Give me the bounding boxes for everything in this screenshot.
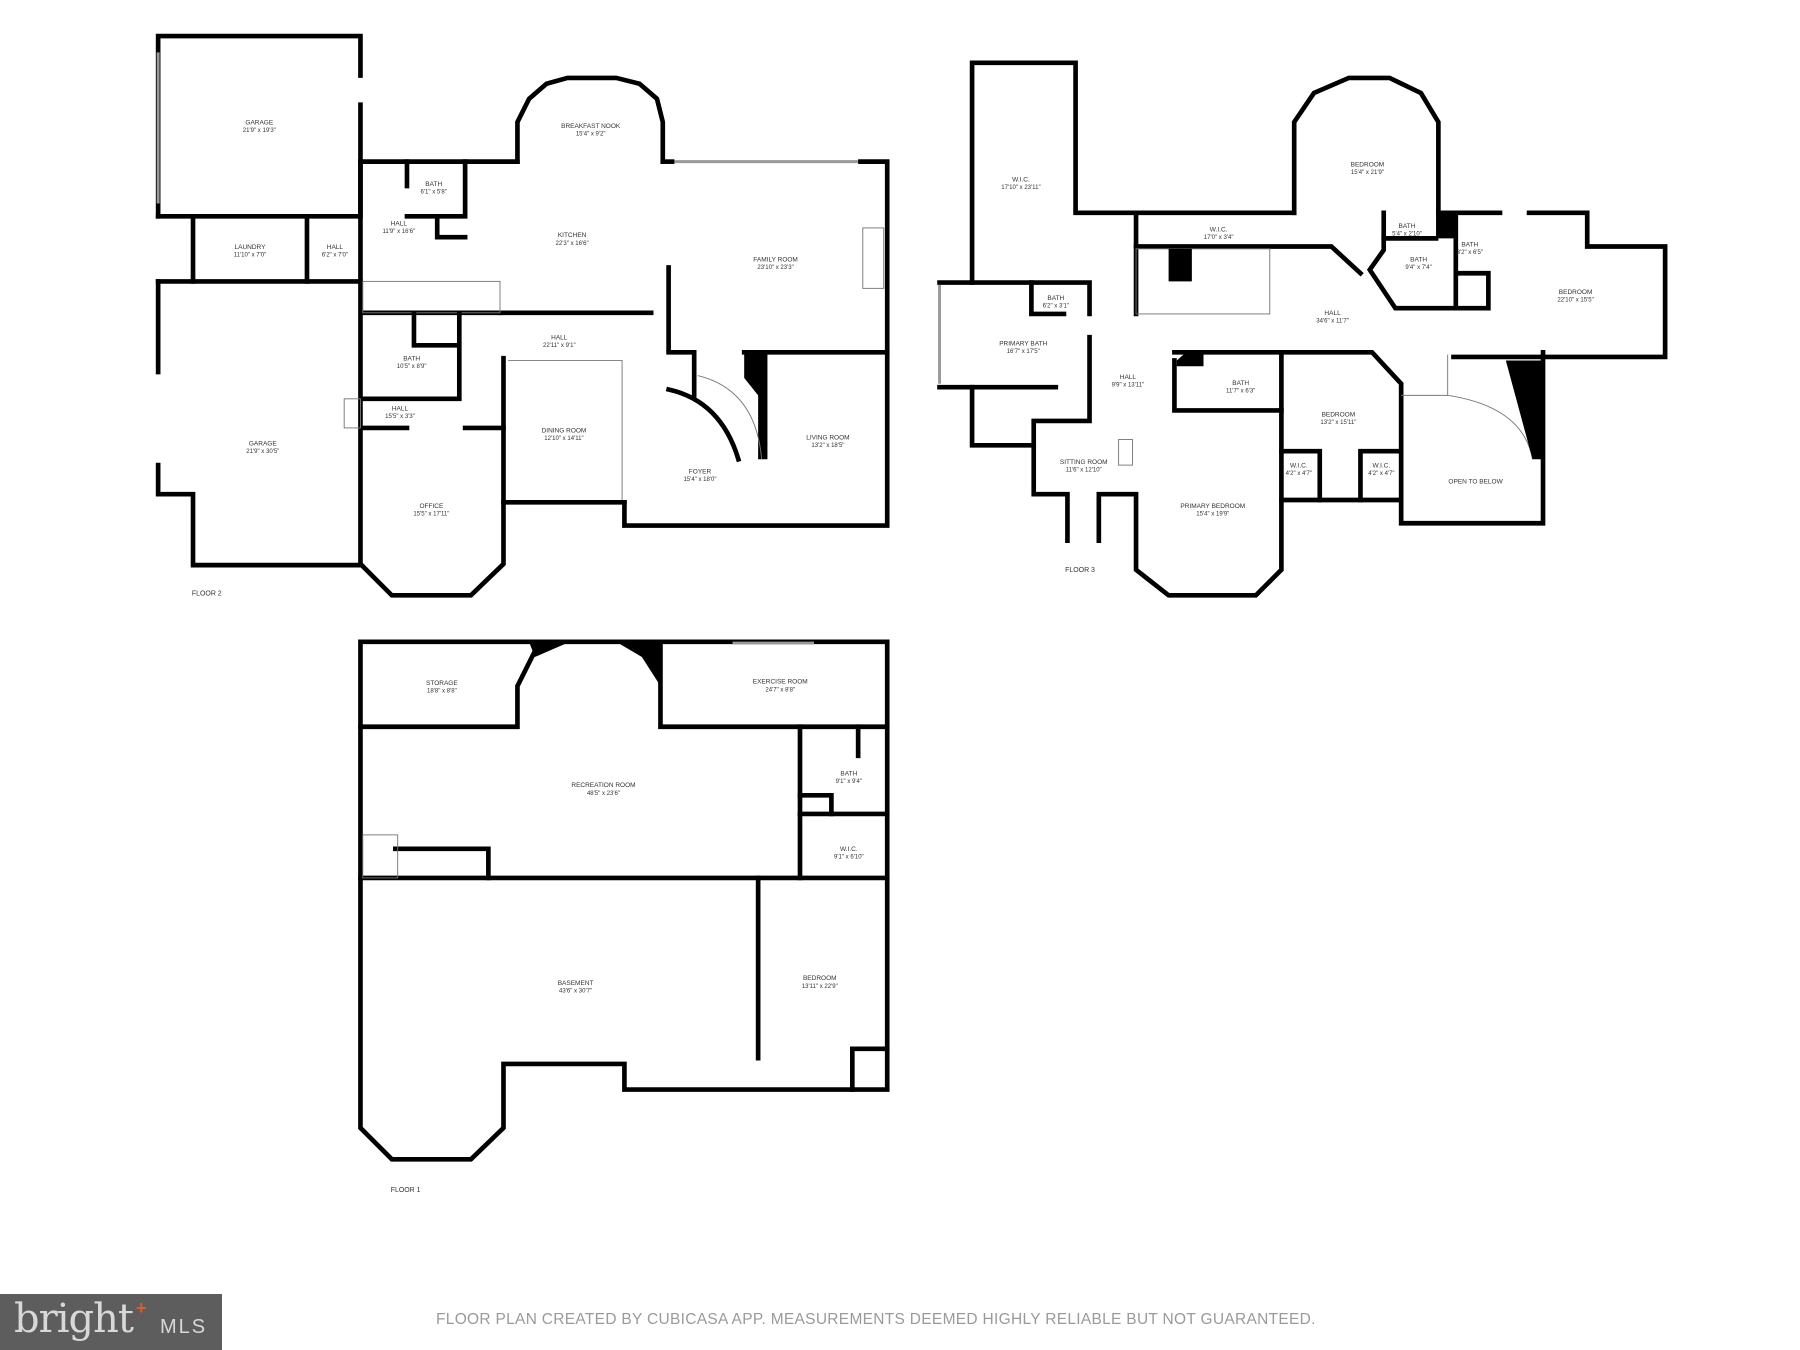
room-dimensions: 9'4" x 7'4" [1405,265,1431,271]
room-dimensions: 17'0" x 3'4" [1204,235,1234,241]
floor-3-label: FLOOR 3 [1065,567,1095,574]
disclaimer-text: FLOOR PLAN CREATED BY CUBICASA APP. MEAS… [436,1311,1316,1328]
room-name: DINING ROOM [542,428,587,435]
room-dimensions: 10'5" x 8'9" [397,364,427,370]
room-dimensions: 15'4" x 19'9" [1196,512,1229,518]
room-dimensions: 13'11" x 22'9" [802,984,838,990]
room-dimensions: 9'9" x 13'11" [1112,383,1145,389]
room-dimensions: 4'2" x 4'7" [1286,471,1312,477]
room-dimensions: 13'2" x 18'5" [811,443,844,449]
room-dimensions: 13'2" x 15'11" [1320,420,1356,426]
room-dimensions: 23'10" x 23'3" [757,265,793,271]
room-dimensions: 6'2" x 3'1" [1043,304,1069,310]
room-dimensions: 16'7" x 17'5" [1007,349,1040,355]
room-dimensions: 3'2" x 6'5" [1457,250,1483,256]
floor-2-walls [155,33,890,598]
room-name: STORAGE [426,680,458,687]
bright-mls-logo: bright+MLS [0,1294,222,1350]
room-name: BASEMENT [558,980,594,987]
room-dimensions: 4'2" x 4'7" [1368,471,1394,477]
floor-3-walls [937,60,1668,598]
room-name: EXERCISE ROOM [753,679,808,686]
room-name: BATH [1461,242,1478,249]
room-dimensions: 5'4" x 2'10" [1392,231,1422,237]
room-name: PRIMARY BATH [999,340,1047,347]
room-name: BATH [425,181,442,188]
room-dimensions: 12'10" x 14'11" [544,436,583,442]
room-name: HALL [1120,374,1137,381]
room-name: BREAKFAST NOOK [561,123,621,130]
room-dimensions: 11'6" x 12'10" [1066,468,1102,474]
floor-1-label: FLOOR 1 [391,1187,421,1194]
room-name: BEDROOM [1351,161,1385,168]
room-name: W.I.C. [1012,176,1030,183]
room-name: HALL [327,244,344,251]
room-name: W.I.C. [1373,462,1391,469]
room-name: BATH [1047,295,1064,302]
floor-1-walls [358,639,890,1162]
room-dimensions: 48'5" x 23'6" [587,791,620,797]
room-dimensions: 6'1" x 5'8" [421,190,447,196]
room-name: HALL [551,335,568,342]
room-dimensions: 21'9" x 19'3" [243,128,276,134]
room-name: FOYER [689,468,712,475]
room-dimensions: 9'1" x 9'4" [836,779,862,785]
room-dimensions: 43'6" x 30'7" [559,988,592,994]
room-dimensions: 22'11" x 9'1" [543,343,576,349]
room-name: W.I.C. [1290,462,1308,469]
floor-2-label: FLOOR 2 [192,590,222,597]
room-name: OPEN TO BELOW [1448,479,1503,486]
room-name: BATH [1410,257,1427,264]
room-dimensions: 11'7" x 6'3" [1226,388,1255,394]
room-name: W.I.C. [1210,226,1228,233]
room-dimensions: 22'10" x 15'5" [1557,298,1593,304]
room-name: BEDROOM [1559,289,1593,296]
room-name: SITTING ROOM [1060,459,1108,466]
room-dimensions: 15'4" x 9'2" [576,131,606,137]
room-name: HALL [392,405,409,412]
room-dimensions: 9'1" x 6'10" [834,855,864,861]
room-name: W.I.C. [840,846,858,853]
room-name: BEDROOM [1322,411,1356,418]
room-dimensions: 17'10" x 23'11" [1001,185,1040,191]
room-name: LAUNDRY [235,244,267,251]
room-name: KITCHEN [558,232,587,239]
room-dimensions: 34'6" x 11'7" [1316,319,1349,325]
room-name: OFFICE [419,503,443,510]
room-dimensions: 22'3" x 16'6" [556,241,589,247]
room-dimensions: 15'4" x 21'9" [1351,170,1384,176]
room-name: BATH [403,355,420,362]
room-name: BATH [840,771,857,778]
room-name: HALL [1324,310,1341,317]
room-name: PRIMARY BEDROOM [1180,503,1245,510]
room-dimensions: 15'5" x 17'11" [413,512,449,518]
room-dimensions: 15'5" x 3'3" [385,414,415,420]
room-dimensions: 6'2" x 7'0" [322,252,348,258]
room-name: HALL [391,221,408,228]
room-name: BEDROOM [803,975,837,982]
room-dimensions: 11'10" x 7'0" [234,252,267,258]
room-name: GARAGE [245,119,273,126]
room-name: GARAGE [249,440,277,447]
room-dimensions: 18'8" x 8'8" [427,688,457,694]
room-name: BATH [1399,223,1416,230]
room-dimensions: 15'4" x 18'0" [683,477,716,483]
room-name: BATH [1232,380,1249,387]
room-name: RECREATION ROOM [571,782,635,789]
room-name: LIVING ROOM [806,435,849,442]
room-dimensions: 24'7" x 8'8" [765,687,795,693]
room-dimensions: 11'9" x 16'6" [383,229,416,235]
room-dimensions: 21'9" x 30'5" [246,449,279,455]
room-name: FAMILY ROOM [753,257,798,264]
